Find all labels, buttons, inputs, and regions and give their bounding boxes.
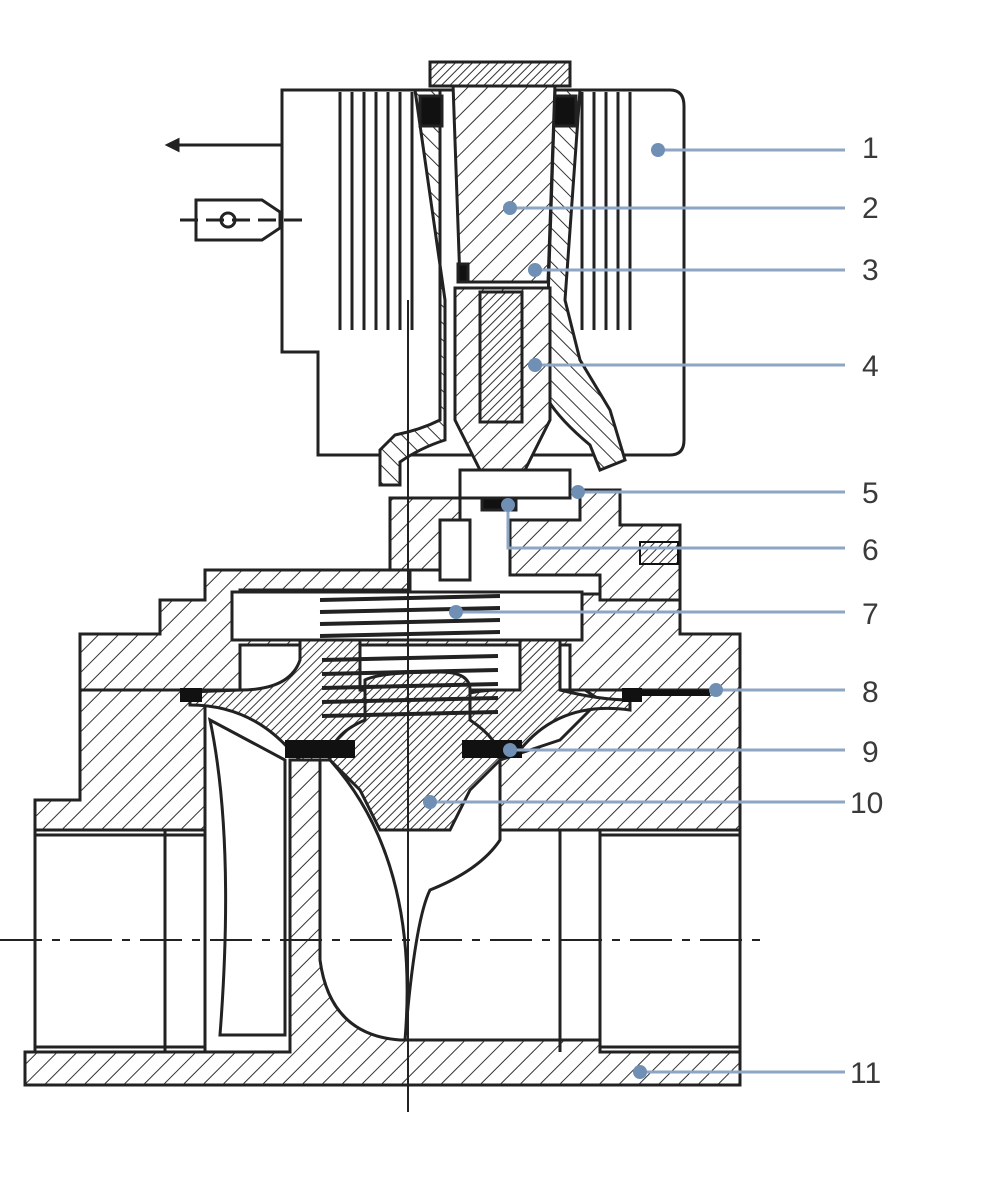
callout-line-6	[506, 505, 845, 550]
callout-label-6: 6	[862, 534, 879, 567]
callout-label-1: 1	[862, 132, 879, 165]
callout-dot-3	[528, 263, 542, 277]
callout-dot-7	[449, 605, 463, 619]
callout-label-10: 10	[850, 787, 883, 820]
callout-dot-10	[423, 795, 437, 809]
callout-label-9: 9	[862, 736, 879, 769]
callout-dot-4	[528, 358, 542, 372]
callout-dot-11	[633, 1065, 647, 1079]
callout-label-11: 11	[850, 1057, 881, 1090]
spring	[319, 594, 501, 718]
callout-dot-9	[503, 743, 517, 757]
callout-dot-8	[709, 683, 723, 697]
pilot-stem	[438, 468, 572, 582]
callouts: 1 2 3 4 5 6 7 8 9 10 11	[423, 132, 883, 1090]
center-axis	[0, 300, 770, 1112]
armature	[453, 262, 552, 472]
callout-dot-6	[501, 498, 515, 512]
callout-label-2: 2	[862, 192, 879, 225]
callout-dot-2	[503, 201, 517, 215]
callout-label-7: 7	[862, 598, 879, 631]
pipe-bore	[33, 828, 742, 1054]
diaphragm-chamber	[188, 590, 632, 832]
callout-label-8: 8	[862, 676, 879, 709]
callout-label-3: 3	[862, 254, 879, 287]
callout-label-4: 4	[862, 350, 879, 383]
callout-dot-5	[571, 485, 585, 499]
callout-label-5: 5	[862, 477, 879, 510]
callout-dot-1	[651, 143, 665, 157]
core-nut	[428, 60, 572, 88]
